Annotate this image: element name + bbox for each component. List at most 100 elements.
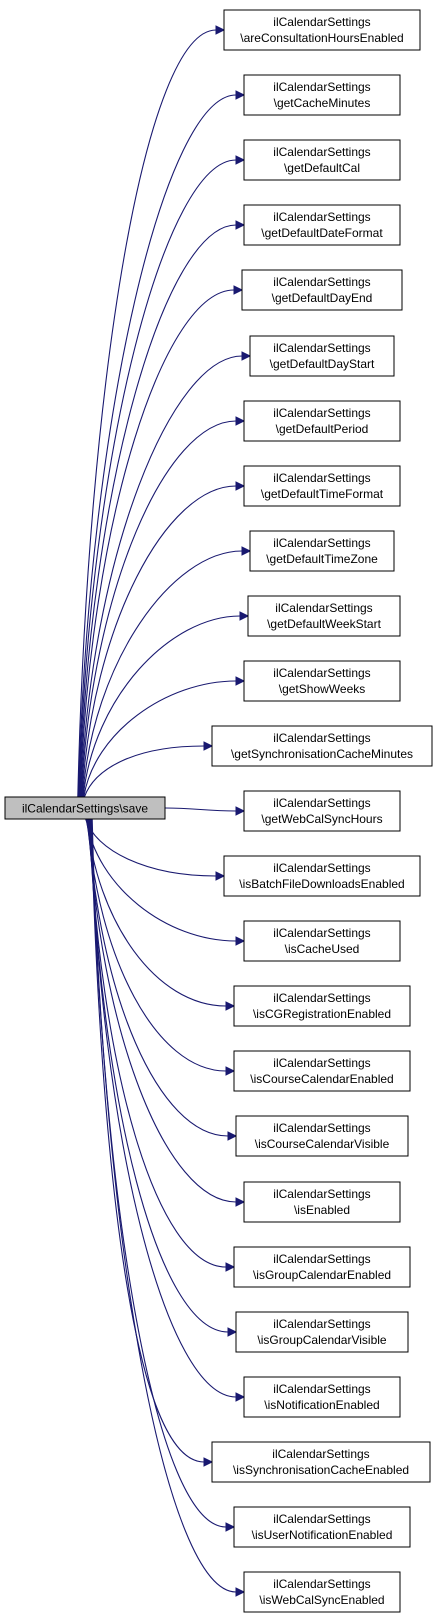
call-edge bbox=[89, 818, 237, 1398]
callee-node[interactable]: ilCalendarSettings \isWebCalSyncEnabled bbox=[243, 1571, 401, 1613]
callee-method-label: \isSynchronisationCacheEnabled bbox=[233, 1463, 409, 1477]
callee-node[interactable]: ilCalendarSettings\isGroupCalendarEnable… bbox=[233, 1246, 411, 1288]
callee-method-label: \getDefaultTimeFormat bbox=[261, 487, 384, 501]
callee-method-label: \getDefaultPeriod bbox=[276, 422, 369, 436]
callee-node[interactable]: ilCalendarSettings\getDefaultDayEnd bbox=[241, 269, 403, 311]
callee-class-label: ilCalendarSettings bbox=[273, 341, 370, 355]
callee-node[interactable]: ilCalendarSettings\isUserNotificationEna… bbox=[233, 1506, 411, 1548]
callee-node-box bbox=[233, 1246, 411, 1288]
root-node[interactable]: ilCalendarSettings\save bbox=[4, 796, 166, 820]
callee-node[interactable]: ilCalendarSettings\isCourseCalendarEnabl… bbox=[233, 1050, 411, 1092]
callee-node-box bbox=[235, 1311, 409, 1353]
call-edge-arrowhead bbox=[203, 741, 214, 751]
callee-node[interactable]: ilCalendarSettings\getDefaultTimeFormat bbox=[243, 465, 401, 507]
callee-method-label: \isUserNotificationEnabled bbox=[252, 1528, 393, 1542]
callee-class-label: ilCalendarSettings bbox=[273, 991, 370, 1005]
callee-method-label: \isWebCalSyncEnabled bbox=[259, 1593, 384, 1607]
callee-node[interactable]: ilCalendarSettings\getDefaultTimeZone bbox=[249, 530, 395, 572]
call-edge bbox=[82, 550, 243, 798]
callee-node-box bbox=[243, 790, 401, 832]
callee-node[interactable]: ilCalendarSettings \getDefaultWeekStart bbox=[247, 595, 401, 637]
callee-class-label: ilCalendarSettings bbox=[273, 1382, 370, 1396]
callee-class-label: ilCalendarSettings bbox=[273, 210, 370, 224]
callee-class-label: ilCalendarSettings bbox=[273, 731, 370, 745]
call-edge bbox=[80, 420, 237, 798]
callee-node[interactable]: ilCalendarSettings\areConsultationHoursE… bbox=[223, 9, 421, 51]
callee-method-label: \isNotificationEnabled bbox=[264, 1398, 379, 1412]
callee-node[interactable]: ilCalendarSettings \isGroupCalendarVisibl… bbox=[235, 1311, 409, 1353]
call-edge-arrowhead bbox=[235, 416, 246, 426]
callee-node-box bbox=[243, 204, 401, 246]
call-edge-arrowhead bbox=[225, 1066, 236, 1076]
callee-node[interactable]: ilCalendarSettings\isEnabled bbox=[243, 1181, 401, 1223]
call-edge bbox=[88, 818, 237, 1203]
callee-node[interactable]: ilCalendarSettings \isCGRegistrationEnabl… bbox=[233, 985, 411, 1027]
callee-node[interactable]: ilCalendarSettings\getDefaultDayStart bbox=[249, 335, 395, 377]
callee-node[interactable]: ilCalendarSettings \isBatchFileDownloadsE… bbox=[223, 855, 421, 897]
call-edge-arrowhead bbox=[235, 1587, 246, 1597]
call-edge-arrowhead bbox=[239, 611, 250, 621]
callee-node-box bbox=[243, 1181, 401, 1223]
callee-method-label: \isGroupCalendarVisible bbox=[257, 1333, 387, 1347]
callee-class-label: ilCalendarSettings bbox=[273, 1252, 370, 1266]
call-edge bbox=[77, 29, 217, 798]
call-edge-arrowhead bbox=[227, 1131, 238, 1141]
callee-node[interactable]: ilCalendarSettings\getDefaultDateFormat bbox=[243, 204, 401, 246]
call-edge-arrowhead bbox=[215, 25, 226, 35]
nodes: ilCalendarSettings\areConsultationHoursE… bbox=[211, 9, 433, 1613]
callee-node-box bbox=[233, 1050, 411, 1092]
callee-node-box bbox=[243, 1571, 401, 1613]
callee-node-box bbox=[249, 530, 395, 572]
call-edge bbox=[89, 818, 229, 1333]
callee-node[interactable]: ilCalendarSettings\isCourseCalendarVisib… bbox=[235, 1115, 409, 1157]
callee-method-label: \isCGRegistrationEnabled bbox=[253, 1007, 391, 1021]
callee-node[interactable]: ilCalendarSettings \getSynchronisationCac… bbox=[211, 725, 433, 767]
callee-class-label: ilCalendarSettings bbox=[273, 861, 370, 875]
call-edge-arrowhead bbox=[225, 1262, 236, 1272]
call-edge bbox=[88, 818, 227, 1268]
callee-method-label: \isCourseCalendarEnabled bbox=[250, 1072, 393, 1086]
callee-node[interactable]: ilCalendarSettings \getDefaultCal bbox=[243, 139, 401, 181]
callee-node-box bbox=[243, 400, 401, 442]
callee-method-label: \isBatchFileDownloadsEnabled bbox=[239, 877, 404, 891]
call-edge-arrowhead bbox=[235, 806, 246, 816]
callee-method-label: \getDefaultWeekStart bbox=[267, 617, 382, 631]
call-edge-arrowhead bbox=[227, 1327, 238, 1337]
callee-class-label: ilCalendarSettings bbox=[272, 1447, 369, 1461]
call-edge bbox=[79, 289, 235, 798]
edges bbox=[77, 25, 252, 1597]
callee-node[interactable]: ilCalendarSettings\getCacheMinutes bbox=[243, 74, 401, 116]
callee-node-box bbox=[243, 1376, 401, 1418]
callee-node-box bbox=[223, 855, 421, 897]
call-edge-arrowhead bbox=[235, 220, 246, 230]
callee-method-label: \isEnabled bbox=[294, 1203, 350, 1217]
call-edge-arrowhead bbox=[235, 1197, 246, 1207]
callee-node[interactable]: ilCalendarSettings \getDefaultPeriod bbox=[243, 400, 401, 442]
callee-node[interactable]: ilCalendarSettings\getWebCalSyncHours bbox=[243, 790, 401, 832]
call-edge-arrowhead bbox=[225, 1522, 236, 1532]
callee-class-label: ilCalendarSettings bbox=[275, 601, 372, 615]
callee-class-label: ilCalendarSettings bbox=[273, 1317, 370, 1331]
callee-node[interactable]: ilCalendarSettings\getShowWeeks bbox=[243, 660, 401, 702]
callee-node-box bbox=[243, 920, 401, 962]
callee-method-label: \getDefaultCal bbox=[284, 161, 360, 175]
call-edge bbox=[90, 818, 205, 1463]
call-edge bbox=[81, 485, 237, 798]
callee-class-label: ilCalendarSettings bbox=[273, 145, 370, 159]
callee-class-label: ilCalendarSettings bbox=[273, 406, 370, 420]
callee-node-box bbox=[243, 660, 401, 702]
callee-class-label: ilCalendarSettings bbox=[273, 926, 370, 940]
callee-node[interactable]: ilCalendarSettings \isCacheUsed bbox=[243, 920, 401, 962]
callee-node[interactable]: ilCalendarSettings \isSynchronisationCach… bbox=[211, 1441, 431, 1483]
callee-method-label: \getShowWeeks bbox=[279, 682, 366, 696]
callee-method-label: \getSynchronisationCacheMinutes bbox=[231, 747, 413, 761]
call-edge bbox=[83, 745, 205, 798]
call-edge-arrowhead bbox=[235, 90, 246, 100]
callee-class-label: ilCalendarSettings bbox=[273, 1577, 370, 1591]
callee-method-label: \isCacheUsed bbox=[285, 942, 360, 956]
callee-node[interactable]: ilCalendarSettings \isNotificationEnabled bbox=[243, 1376, 401, 1418]
callee-node-box bbox=[233, 985, 411, 1027]
callee-class-label: ilCalendarSettings bbox=[273, 536, 370, 550]
callee-node-box bbox=[243, 139, 401, 181]
call-edge-arrowhead bbox=[235, 676, 246, 686]
